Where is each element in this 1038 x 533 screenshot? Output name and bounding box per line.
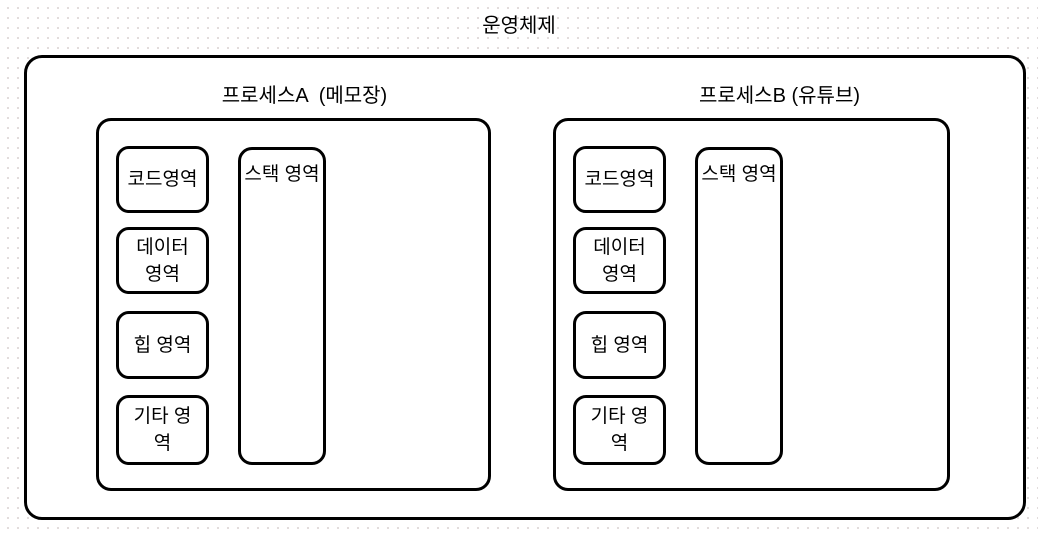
process-a-code-region-box: 코드영역: [116, 146, 209, 213]
process-a-stack-region-label: 스택 영역: [244, 164, 320, 185]
process-a-stack-region-box: 스택 영역: [238, 147, 326, 465]
process-b-heap-region-box: 힙 영역: [573, 311, 666, 379]
process-b-data-region-box: 데이터 영역: [573, 227, 666, 294]
process-a-etc-region-box: 기타 영역: [116, 395, 209, 465]
process-b-stack-region-label: 스택 영역: [701, 164, 777, 185]
process-b-code-region-box: 코드영역: [573, 146, 666, 213]
process-a-heap-region-box: 힙 영역: [116, 311, 209, 379]
process-b-title: 프로세스B (유튜브): [698, 85, 861, 107]
process-a-box: 코드영역 데이터 영역 힙 영역 기타 영역 스택 영역: [96, 118, 491, 491]
process-a-data-region-box: 데이터 영역: [116, 227, 209, 294]
process-a-title: 프로세스A (메모장): [221, 85, 388, 107]
os-title: 운영체제: [482, 15, 556, 37]
process-b-box: 코드영역 데이터 영역 힙 영역 기타 영역 스택 영역: [553, 118, 950, 491]
process-b-etc-region-box: 기타 영역: [573, 395, 666, 465]
process-b-stack-region-box: 스택 영역: [695, 147, 783, 465]
